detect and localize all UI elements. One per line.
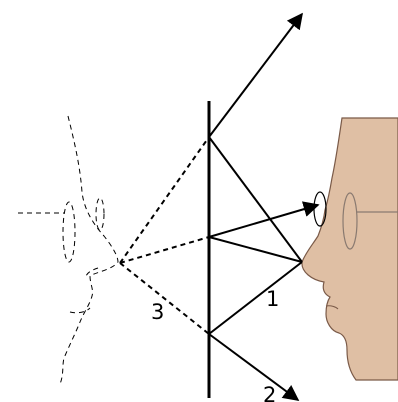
ray-label-3: 3	[151, 300, 164, 324]
virtual-face-profile	[60, 116, 118, 384]
virtual-face	[18, 116, 118, 384]
virtual-glasses-lens-icon	[63, 202, 75, 262]
ray-upper-reflected	[209, 14, 302, 137]
ray-label-2: 2	[263, 383, 276, 402]
virtual-ray-middle	[120, 237, 209, 263]
virtual-ray-lower	[120, 263, 209, 334]
virtual-rays	[120, 137, 209, 334]
ray-middle-incident	[209, 237, 302, 262]
virtual-face-nostril	[86, 268, 98, 276]
ray-upper-incident	[209, 137, 302, 262]
virtual-face-lip	[70, 308, 90, 313]
real-eye-lens	[314, 192, 326, 226]
ray-lower-incident	[209, 262, 302, 334]
real-rays	[209, 14, 318, 400]
ray-label-1: 1	[266, 287, 279, 311]
virtual-eye-lens	[96, 198, 104, 230]
virtual-ray-upper	[120, 137, 209, 263]
ray-lower-reflected	[209, 334, 298, 400]
real-face	[302, 118, 398, 380]
